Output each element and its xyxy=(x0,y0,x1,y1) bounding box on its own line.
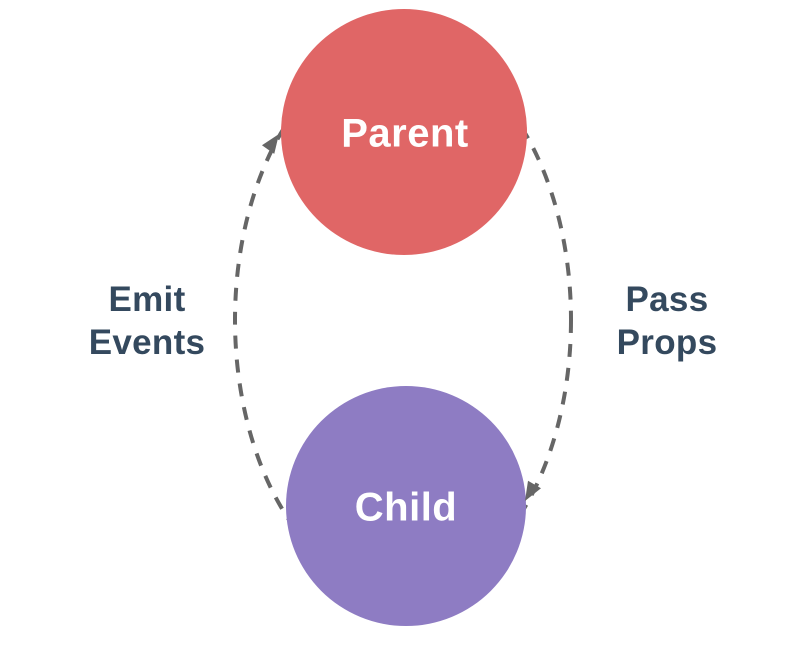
communication-cycle-dashed-ellipse xyxy=(233,46,573,594)
parent-node-label: Parent xyxy=(341,111,469,156)
pass-props-edge-label: Pass Props xyxy=(616,279,718,362)
parent-node-circle xyxy=(281,9,527,255)
pass-props-arrowhead-icon xyxy=(525,480,541,501)
emit-events-edge-label: Emit Events xyxy=(88,279,206,362)
child-node-label: Child xyxy=(354,485,458,530)
child-node-circle xyxy=(286,386,526,626)
emit-events-arrowhead-icon xyxy=(261,134,279,154)
